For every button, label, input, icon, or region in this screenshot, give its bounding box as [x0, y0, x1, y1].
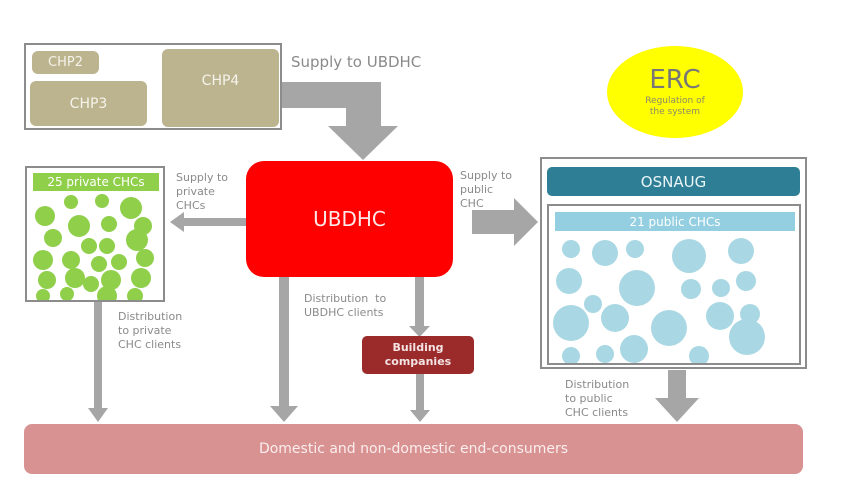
- public-chc-circle: [584, 295, 602, 313]
- chp-group-frame: CHP2 CHP3 CHP4: [24, 43, 282, 130]
- chp4-box: CHP4: [162, 49, 279, 127]
- arrow-chp-to-ubdhc: [282, 82, 398, 160]
- public-chc-circle: [729, 319, 765, 355]
- public-chc-circle: [712, 279, 730, 297]
- private-chc-circle: [97, 286, 117, 300]
- erc-subtitle: Regulation of the system: [645, 96, 705, 117]
- erc-title: ERC: [649, 65, 701, 95]
- supply-private-line: private: [176, 185, 215, 198]
- private-circles: [33, 194, 154, 300]
- public-chc-circle: [592, 240, 618, 266]
- private-chc-circle: [91, 256, 107, 272]
- private-chc-circle: [44, 229, 62, 247]
- private-chc-circle: [36, 289, 50, 300]
- chp2-box: CHP2: [32, 51, 99, 74]
- public-chc-circle: [562, 347, 580, 363]
- private-chc-circle: [101, 270, 121, 290]
- distribution-private-label: Distribution to private CHC clients: [118, 310, 182, 352]
- private-chc-circle: [120, 197, 142, 219]
- distribution-private-line: to private: [118, 324, 172, 337]
- public-chc-circle: [728, 238, 754, 264]
- distribution-private-line: CHC clients: [118, 338, 182, 351]
- private-chc-circle: [60, 287, 74, 300]
- distribution-public-line: to public: [565, 392, 613, 405]
- private-chc-circle: [83, 276, 99, 292]
- distribution-private-line: Distribution: [118, 310, 183, 323]
- distribution-ubdhc-label: Distribution to UBDHC clients: [304, 292, 386, 320]
- public-frame: OSNAUG 21 public CHCs: [540, 157, 807, 369]
- ubdhc-box: UBDHC: [246, 161, 453, 277]
- public-chc-circle: [740, 304, 760, 324]
- public-chc-circle: [619, 270, 655, 306]
- public-circles: [553, 238, 765, 363]
- osnaug-header: OSNAUG: [547, 167, 800, 196]
- private-chc-circle: [81, 238, 97, 254]
- supply-to-private-label: Supply to private CHCs: [176, 171, 228, 213]
- private-chc-circle: [136, 249, 154, 267]
- public-chcs-title: 21 public CHCs: [555, 212, 795, 231]
- private-chc-circle: [38, 271, 56, 289]
- private-chcs-title: 25 private CHCs: [33, 173, 159, 191]
- arrow-building-to-consumers: [410, 374, 430, 422]
- arrow-ubdhc-to-public: [472, 198, 538, 246]
- public-chc-circle: [556, 268, 582, 294]
- private-chc-circle: [35, 206, 55, 226]
- public-chc-circle: [672, 239, 706, 273]
- distribution-public-line: CHC clients: [565, 406, 629, 419]
- supply-public-line: Supply to: [460, 169, 513, 182]
- private-chc-circle: [131, 268, 151, 288]
- public-chc-circle: [553, 305, 589, 341]
- arrow-ubdhc-to-building: [409, 276, 430, 337]
- end-consumers-box: Domestic and non-domestic end-consumers: [24, 424, 803, 474]
- supply-private-line: Supply to: [176, 171, 229, 184]
- supply-private-line: CHCs: [176, 199, 206, 212]
- supply-to-ubdhc-label: Supply to UBDHC: [291, 53, 422, 71]
- public-chc-circle: [620, 335, 648, 363]
- public-chc-circle: [736, 271, 756, 291]
- public-chc-circle: [562, 240, 580, 258]
- private-chc-circle: [127, 288, 143, 300]
- supply-to-public-label: Supply to public CHC: [460, 169, 512, 211]
- private-chc-circle: [95, 194, 109, 208]
- private-chc-circle: [65, 268, 85, 288]
- supply-public-line: public: [460, 183, 494, 196]
- private-chc-circle: [111, 254, 127, 270]
- building-line: Building: [392, 341, 444, 354]
- building-line: companies: [384, 355, 452, 368]
- arrow-public-to-consumers: [655, 370, 699, 422]
- building-companies-box: Building companies: [362, 336, 474, 374]
- arrow-ubdhc-to-consumers: [270, 276, 298, 422]
- public-chcs-frame: 21 public CHCs: [547, 204, 801, 365]
- public-chc-circle: [706, 302, 734, 330]
- private-chc-circle: [68, 215, 90, 237]
- private-chcs-frame: 25 private CHCs: [25, 166, 165, 302]
- public-chc-circle: [681, 279, 701, 299]
- distribution-public-label: Distribution to public CHC clients: [565, 378, 629, 420]
- public-chc-circle: [651, 310, 687, 346]
- distribution-ubdhc-line: Distribution to: [304, 292, 387, 305]
- private-chc-circle: [33, 250, 53, 270]
- erc-circle: ERC Regulation of the system: [607, 46, 743, 138]
- private-chc-circle: [101, 216, 117, 232]
- arrow-ubdhc-to-private: [170, 212, 248, 232]
- supply-public-line: CHC: [460, 197, 484, 210]
- arrow-private-to-consumers: [88, 300, 108, 422]
- private-chc-circle: [62, 251, 80, 269]
- private-chc-circle: [64, 195, 78, 209]
- public-chc-circle: [689, 346, 709, 363]
- public-chc-circle: [601, 304, 629, 332]
- private-chc-circle: [126, 229, 148, 251]
- public-chc-circle: [626, 240, 644, 258]
- private-chc-circle: [99, 238, 115, 254]
- distribution-public-line: Distribution: [565, 378, 630, 391]
- distribution-ubdhc-line: UBDHC clients: [304, 306, 384, 319]
- chp3-box: CHP3: [30, 81, 147, 126]
- public-chc-circle: [596, 345, 614, 363]
